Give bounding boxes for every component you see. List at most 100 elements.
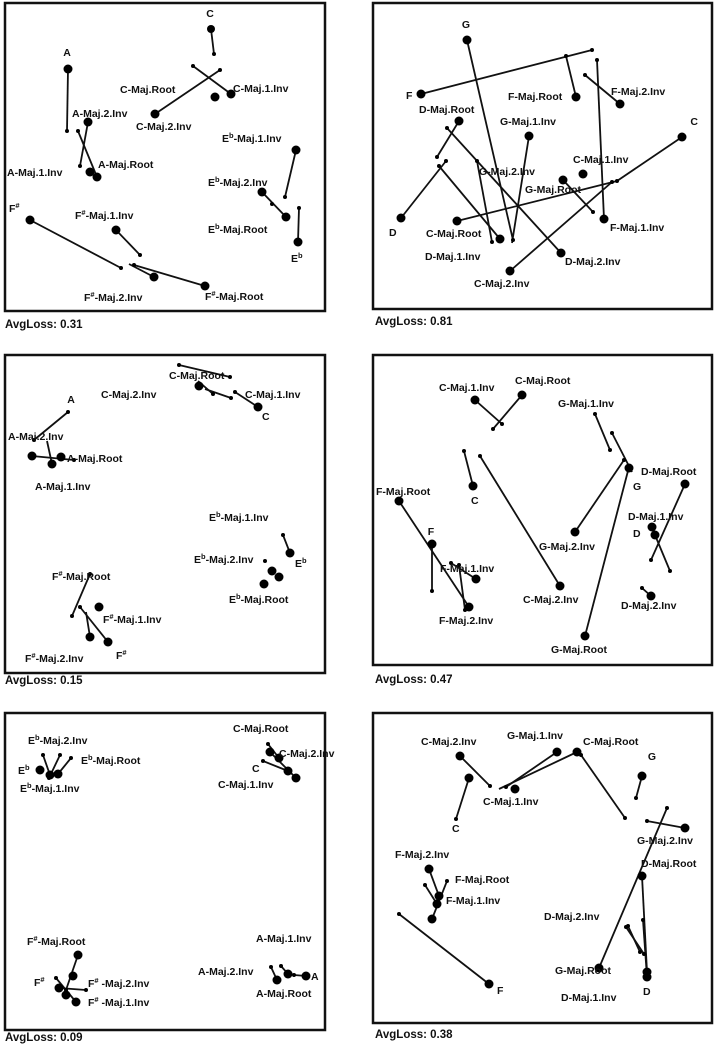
node-label: F: [497, 985, 504, 997]
edge: [474, 399, 503, 425]
avg-loss-caption: AvgLoss: 0.09: [5, 1032, 83, 1044]
chord-node: [253, 402, 263, 412]
chord-node: [94, 602, 104, 612]
chord-node: [615, 179, 619, 183]
chord-node: [32, 438, 36, 442]
panel-4-plot: C-Maj.1.Inv C-Maj.Root G-Maj.1.Inv C G D…: [371, 353, 714, 667]
avg-loss-caption: AvgLoss: 0.31: [5, 319, 83, 331]
node-label: Eb: [18, 763, 30, 777]
chord-node: [457, 563, 461, 567]
node-label: C-Maj.2.Inv: [279, 748, 335, 760]
node-label: C: [252, 763, 260, 775]
chord-node: [85, 632, 95, 642]
edge: [498, 751, 578, 790]
panel-2-nodes: [396, 35, 687, 276]
edge: [584, 466, 630, 637]
chord-node: [624, 925, 628, 929]
chord-node: [191, 64, 195, 68]
edge: [492, 394, 523, 430]
chord-node: [266, 742, 270, 746]
chord-node: [488, 784, 492, 788]
chord-node: [70, 614, 74, 618]
chord-node: [41, 753, 45, 757]
chord-node: [150, 109, 160, 119]
node-label: G-Maj.2.Inv: [637, 835, 693, 847]
chord-node: [615, 99, 625, 109]
chord-node: [210, 92, 220, 102]
node-label: C: [452, 823, 460, 835]
panel-2: G F F-Maj.Root F-Maj.2.Inv C D-Maj.Root …: [367, 0, 717, 335]
edge: [511, 135, 530, 244]
panel-4-frame: [371, 353, 714, 667]
chord-node: [274, 753, 284, 763]
panel-6-edges: [398, 751, 686, 985]
edge: [234, 391, 259, 408]
node-label: C-Maj.Root: [169, 370, 225, 382]
edge: [133, 264, 206, 287]
node-label: A-Maj.2.Inv: [72, 108, 128, 120]
panel-6-plot: C-Maj.2.Inv G-Maj.1.Inv C-Maj.Root G C-M…: [371, 711, 714, 1025]
node-label: F-Maj.2.Inv: [395, 849, 449, 861]
panel-5-nodes: [35, 742, 311, 1007]
chord-node: [650, 530, 660, 540]
edge: [58, 987, 87, 991]
edge: [154, 69, 221, 115]
panel-1-frame: [3, 1, 327, 313]
edge: [476, 160, 493, 243]
panel-1-edges: [29, 28, 300, 287]
chord-node: [149, 272, 159, 282]
node-label: G: [633, 481, 641, 493]
edge: [446, 127, 562, 254]
chord-node: [111, 225, 121, 235]
chord-node: [599, 214, 609, 224]
chord-node: [570, 527, 580, 537]
panel-2-edges: [400, 39, 683, 272]
node-label: A-Maj.Root: [98, 159, 154, 171]
edge: [436, 120, 460, 158]
chord-node: [211, 392, 215, 396]
chord-node: [396, 213, 406, 223]
panel-3-frame: [3, 353, 327, 675]
chord-node: [593, 412, 597, 416]
chord-node: [445, 126, 449, 130]
chord-node: [434, 891, 444, 901]
chord-node: [279, 964, 283, 968]
node-label: D-Maj.Root: [419, 104, 475, 116]
chord-node: [637, 771, 647, 781]
node-label: G-Maj.1.Inv: [558, 398, 614, 410]
chord-node: [455, 751, 465, 761]
chord-node: [427, 914, 437, 924]
chord-node: [200, 281, 210, 291]
node-label: F#-Maj.1.Inv: [103, 612, 162, 626]
panel-3-plot: C-Maj.Root C-Maj.2.Inv C-Maj.1.Inv C A A…: [3, 353, 327, 675]
edge: [509, 181, 613, 272]
node-label: A: [67, 394, 75, 406]
edge: [562, 179, 594, 213]
chord-node: [68, 971, 78, 981]
chord-node: [47, 776, 51, 780]
node-label: C-Maj.2.Inv: [101, 389, 157, 401]
chord-node: [641, 918, 645, 922]
chord-node: [462, 449, 466, 453]
chord-node: [272, 975, 282, 985]
chord-node: [66, 410, 70, 414]
edge: [455, 777, 470, 820]
avg-loss-caption: AvgLoss: 0.15: [5, 675, 83, 687]
edge: [565, 55, 577, 98]
chord-node: [665, 806, 669, 810]
node-label: Eb-Maj.Root: [208, 222, 268, 236]
chord-node: [27, 451, 37, 461]
chord-node: [416, 89, 426, 99]
chord-node: [103, 637, 113, 647]
node-label: F-Maj.Root: [508, 91, 563, 103]
chord-node: [424, 864, 434, 874]
chord-node: [646, 591, 656, 601]
edge: [33, 411, 69, 441]
panel-1-plot: C C-Maj.Root C-Maj.1.Inv C-Maj.2.Inv A A…: [3, 1, 327, 313]
chord-node: [292, 973, 296, 977]
chord-node: [291, 145, 301, 155]
edge: [269, 751, 297, 779]
chord-node: [432, 899, 442, 909]
panel-4: C-Maj.1.Inv C-Maj.Root G-Maj.1.Inv C G D…: [367, 352, 717, 697]
chord-node: [274, 572, 284, 582]
